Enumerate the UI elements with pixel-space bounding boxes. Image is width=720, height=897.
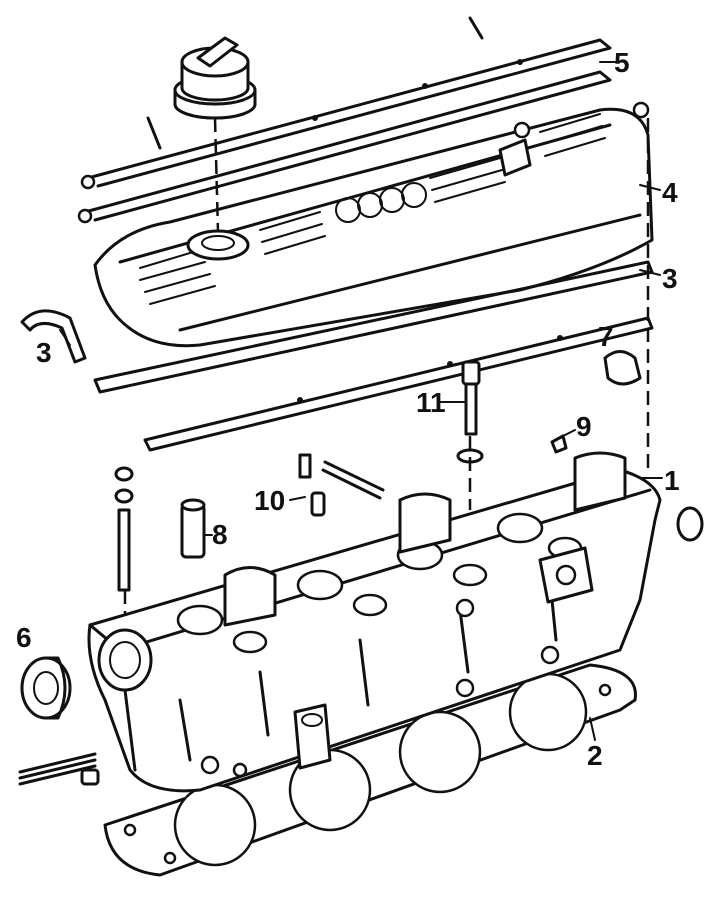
stud-lower-left [18, 752, 100, 786]
cover-gaskets [20, 260, 654, 452]
stud-with-washers [114, 466, 134, 592]
callout-7: 7 [598, 321, 614, 352]
callout-4: 4 [662, 177, 678, 208]
callout-3-right: 3 [662, 263, 678, 294]
callout-10: 10 [254, 485, 285, 516]
callout-9: 9 [576, 411, 592, 442]
callout-6: 6 [16, 622, 32, 653]
dowel-sleeve [180, 498, 206, 559]
leader-lines [59, 61, 663, 741]
end-plug [676, 506, 704, 542]
oil-filler-cap [173, 36, 257, 120]
callout-11: 11 [416, 387, 446, 418]
callout-1: 1 [664, 465, 680, 496]
valve-stud-10 [298, 453, 385, 517]
cylinder-head-cover [93, 101, 654, 348]
callout-2: 2 [587, 740, 603, 771]
cylinder-head [87, 451, 662, 793]
camshaft-oil-seal [20, 656, 72, 720]
head-gasket [103, 663, 637, 877]
cover-bolt [456, 360, 484, 464]
callout-8: 8 [212, 519, 228, 550]
half-moon-plug [603, 350, 642, 386]
callout-3-left: 3 [36, 337, 52, 368]
breather-hoses [77, 16, 612, 224]
callout-5: 5 [614, 47, 630, 78]
